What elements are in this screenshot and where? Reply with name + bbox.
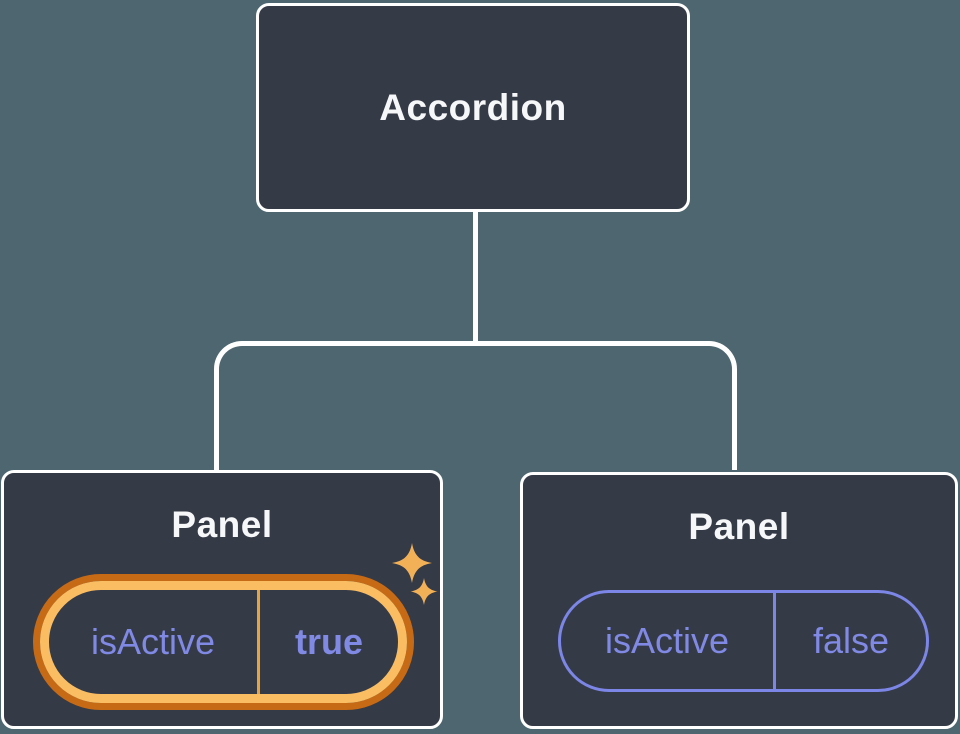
node-accordion: Accordion xyxy=(256,3,690,212)
node-accordion-label: Accordion xyxy=(379,86,567,128)
state-key-label: isActive xyxy=(90,621,216,662)
sparkle-large-icon xyxy=(391,543,433,583)
node-panel-left-label: Panel xyxy=(171,504,273,545)
state-value-label: false xyxy=(812,620,890,661)
pill-divider xyxy=(257,590,260,694)
state-key-label: isActive xyxy=(604,620,730,661)
sparkle-small-icon xyxy=(410,578,438,605)
pill-divider xyxy=(773,593,776,689)
state-pill: isActive false xyxy=(558,590,929,692)
state-pill-highlighted: isActive true xyxy=(33,574,414,710)
connector-branch xyxy=(214,341,737,470)
state-pill-highlighted-inner: isActive true xyxy=(40,581,407,703)
node-panel-left: Panel isActive true xyxy=(1,470,443,729)
connector-stem xyxy=(473,211,478,344)
node-panel-right: Panel isActive false xyxy=(520,472,958,729)
node-panel-right-label: Panel xyxy=(688,506,790,547)
state-value-label: true xyxy=(294,621,363,662)
